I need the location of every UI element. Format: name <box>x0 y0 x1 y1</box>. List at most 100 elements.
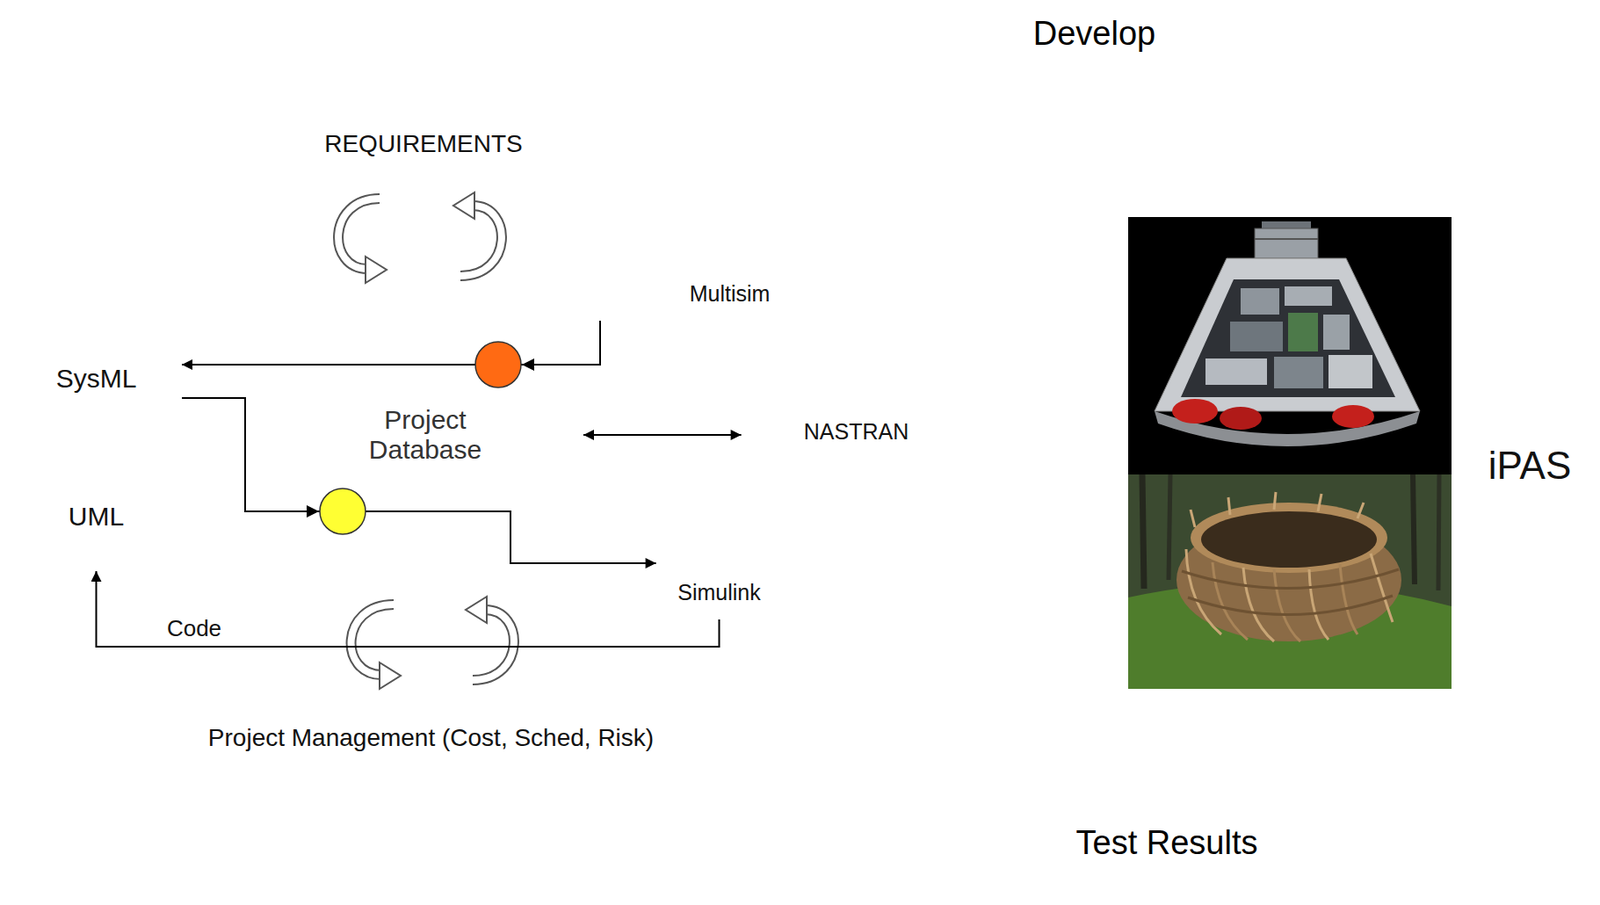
capsule-picture-part <box>1332 405 1375 428</box>
capsule-picture-part <box>1254 228 1318 259</box>
green-band: Project Management (Cost, Sched, Risk) <box>119 707 743 770</box>
node-shape <box>589 511 849 619</box>
nest-picture-part <box>1370 553 1393 623</box>
cycle-arrows-part <box>453 192 475 219</box>
capsule-picture-part <box>1205 358 1267 385</box>
develop-arrow: Develop <box>963 7 1342 217</box>
results-arrow: Test Results <box>992 687 1336 904</box>
nest-picture-part <box>1142 474 1144 589</box>
node-label: Project Database <box>341 405 509 466</box>
capsule-picture-part <box>1328 354 1373 389</box>
capsule-picture-part <box>1284 286 1333 306</box>
capsule-picture-part <box>1230 321 1283 352</box>
nest-picture-part <box>1412 474 1415 585</box>
nest-picture-part <box>1187 595 1393 616</box>
cycle-arrows-part <box>379 662 401 689</box>
capsule-picture-part <box>1240 288 1280 315</box>
connector-line <box>583 434 742 436</box>
capsule-picture-part <box>1154 411 1420 447</box>
capsule-picture-part <box>1288 312 1318 352</box>
nest-picture-part <box>1309 569 1329 640</box>
nest-picture-part <box>1176 518 1402 642</box>
node-shape <box>1460 414 1600 518</box>
cycle-arrows-part <box>460 205 502 276</box>
node-shape <box>709 354 1003 457</box>
tool-triangle: NASTRAN <box>709 353 1004 458</box>
edge-label: Code <box>163 615 225 642</box>
nest-picture-part <box>1190 492 1364 528</box>
node-label: Test Results <box>1050 810 1283 876</box>
nest-picture-part <box>1438 474 1440 591</box>
node-shape <box>600 211 859 320</box>
cycle-arrows-part <box>338 198 380 269</box>
node-shape <box>994 688 1333 902</box>
node-label: iPAS <box>1488 443 1572 489</box>
capsule-picture-part <box>1154 258 1420 412</box>
green-band: REQUIREMENTS <box>130 113 717 176</box>
capsule-picture-part <box>1274 356 1324 389</box>
edge-label-box: Code <box>163 615 225 642</box>
cycle-arrows-part <box>365 256 387 283</box>
node-shape <box>964 8 1340 215</box>
connector-line <box>181 398 657 564</box>
cycle-arrows-part <box>465 596 487 623</box>
capsule-picture-part <box>1219 406 1262 430</box>
node-label: Project Management (Cost, Sched, Risk) <box>208 723 654 753</box>
node-shape <box>11 436 181 572</box>
connector-line <box>181 320 601 365</box>
nest-picture-part <box>1181 569 1399 589</box>
capsule-picture-part <box>1323 314 1350 350</box>
capsule-picture-part <box>1172 398 1218 424</box>
node-outline <box>992 687 1336 904</box>
nest-picture-part <box>1274 569 1301 642</box>
cycle-arrows-part <box>460 205 502 276</box>
cycle-arrows-part <box>338 198 380 269</box>
cycle-arrows-part <box>351 604 394 675</box>
database-circle: Project Database <box>267 282 584 587</box>
capsule-picture-part <box>1254 238 1318 240</box>
nest-picture-part <box>1128 581 1452 689</box>
node-label: Develop <box>963 7 1225 59</box>
database-cylinder: UML <box>10 436 182 572</box>
node-label: REQUIREMENTS <box>324 130 523 159</box>
nest-picture-part <box>1212 562 1248 640</box>
node-shape <box>120 708 742 769</box>
database-cylinder: SysML <box>10 297 182 435</box>
connector-line <box>96 571 720 647</box>
tool-triangle: Multisim <box>600 210 860 321</box>
capsule-picture-part <box>1128 217 1452 475</box>
nest-picture-part <box>1168 474 1171 580</box>
capsule-picture-part <box>1180 279 1396 398</box>
node-shape <box>131 114 716 175</box>
node-label: NASTRAN <box>803 419 909 445</box>
nest-picture-part <box>1190 502 1388 573</box>
node-shape <box>267 283 583 587</box>
node-label: SysML <box>56 363 138 395</box>
capsule-picture <box>1128 217 1452 475</box>
tool-triangle: Simulink <box>588 510 850 620</box>
cycle-arrows-part <box>351 604 394 675</box>
cycle-arrows-part <box>472 609 515 681</box>
arrow-head <box>521 358 535 371</box>
nest-picture-part <box>1339 564 1358 635</box>
nest-picture-part <box>1186 549 1222 635</box>
cycle-arrows-part <box>472 609 515 681</box>
node-shape <box>11 297 181 435</box>
nest-picture-part <box>1128 474 1452 689</box>
node-label: UML <box>68 501 124 533</box>
cycle-arrows <box>338 192 515 689</box>
node-label: Simulink <box>677 579 761 606</box>
nest-picture-part <box>1201 511 1377 568</box>
capsule-picture-part <box>1261 221 1311 231</box>
nest-picture <box>1128 474 1452 689</box>
junction-dot <box>475 341 522 388</box>
junction-dot <box>319 488 366 535</box>
arrow-head <box>306 505 319 518</box>
node-label: Multisim <box>689 281 771 307</box>
nest-picture-part <box>1243 567 1275 642</box>
ipas-box: iPAS <box>1459 413 1600 519</box>
